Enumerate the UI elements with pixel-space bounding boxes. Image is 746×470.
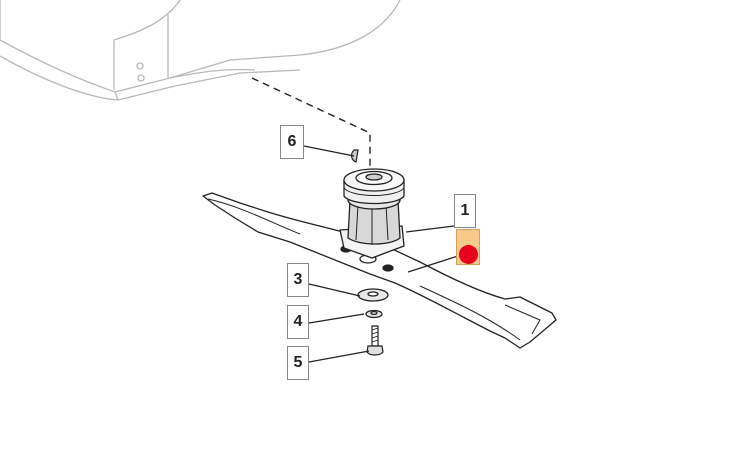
mower-deck-outline (0, 0, 401, 101)
callout-label-3: 3 (293, 271, 303, 288)
blade-hub (339, 168, 405, 259)
callout-part-1[interactable]: 1 (454, 194, 476, 228)
red-dot-marker-icon (459, 245, 478, 264)
mower-blade (202, 192, 557, 349)
callout-part-3[interactable]: 3 (287, 263, 309, 297)
leader-lines (303, 145, 459, 363)
bolt-part (366, 325, 384, 356)
washer-large (357, 288, 389, 302)
washer-small (365, 309, 383, 319)
callout-part-5[interactable]: 5 (287, 346, 309, 380)
callout-label-6: 6 (287, 133, 297, 150)
callout-label-1: 1 (460, 202, 470, 219)
callout-label-4: 4 (293, 313, 303, 330)
callout-part-6[interactable]: 6 (280, 125, 304, 159)
key-part (350, 149, 359, 163)
blade-hole-right (382, 264, 394, 272)
highlighted-part-marker[interactable] (456, 229, 480, 265)
callout-label-5: 5 (293, 354, 303, 371)
callout-part-4[interactable]: 4 (287, 305, 309, 339)
